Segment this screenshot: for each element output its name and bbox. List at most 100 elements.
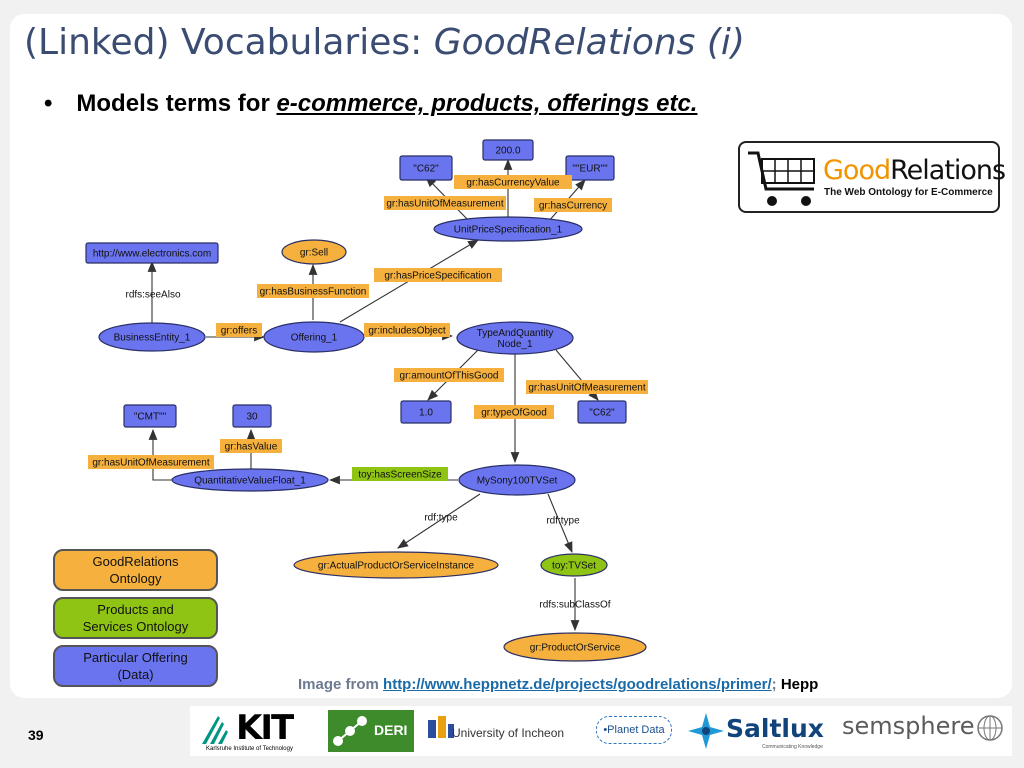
legend-item-label: Services Ontology	[82, 619, 189, 634]
logo-name-good: Good	[823, 155, 891, 186]
edge-label-text: gr:hasCurrency	[539, 201, 607, 212]
edge-label-text: gr:hasUnitOfMeasurement	[528, 383, 645, 394]
edge-label-background	[220, 439, 282, 453]
diagram-node-shape	[171, 468, 329, 492]
kit-logo: KIT Karlsruhe Institute of Technology	[196, 706, 314, 756]
edge-label-background	[394, 368, 504, 382]
diagram-node-shape	[400, 400, 452, 424]
diagram-node-label: UnitPriceSpecification_1	[454, 225, 563, 236]
diagram-node-label: MySony100TVSet	[477, 476, 558, 487]
diagram-node: MySony100TVSet	[458, 464, 576, 496]
diagram-node-label: "CMT""	[134, 412, 167, 423]
edge-label: gr:hasValue	[220, 439, 282, 453]
edge-label-background	[526, 380, 648, 394]
diagram-node: gr:ActualProductOrServiceInstance	[293, 551, 499, 579]
edge-label: rdfs:subClassOf	[539, 600, 610, 611]
diagram-node-label: toy:TVSet	[552, 561, 596, 572]
diagram-node: UnitPriceSpecification_1	[433, 216, 583, 242]
deri-dots-icon	[333, 716, 367, 746]
edge-label-text: gr:amountOfThisGood	[400, 371, 499, 382]
edge-label: gr:includesObject	[364, 323, 450, 337]
legend-item-label: (Data)	[117, 667, 154, 682]
logo-tagline: The Web Ontology for E-Commerce	[824, 187, 993, 198]
edge-label: gr:typeOfGood	[474, 405, 554, 419]
edge-label: gr:hasPriceSpecification	[374, 268, 502, 282]
bullet-point: • Models terms for e-commerce, products, …	[44, 90, 697, 118]
goodrelations-logo: GoodRelations The Web Ontology for E-Com…	[738, 141, 1006, 213]
semsphere-text: semsphere	[842, 712, 975, 740]
diagram-node-label: QuantitativeValueFloat_1	[194, 476, 306, 487]
edge-sony-actualproduct	[397, 493, 481, 549]
edge-label-text: gr:offers	[221, 326, 258, 337]
shopping-cart-icon	[748, 151, 815, 206]
deri-text: DERI	[374, 722, 408, 738]
saltlux-text: Saltlux	[726, 714, 824, 743]
diagram-node: "C62"	[577, 400, 627, 424]
edge-label: gr:amountOfThisGood	[394, 368, 504, 382]
edge-label: gr:hasBusinessFunction	[257, 284, 369, 298]
legend-item-label: Particular Offering	[83, 650, 188, 665]
edge-label: gr:offers	[216, 323, 262, 337]
diagram-node-shape	[98, 322, 206, 352]
legend-item-label: Ontology	[109, 571, 162, 586]
edge-label: rdfs:seeAlso	[125, 290, 180, 301]
saltlux-subtitle: Communicating Knowledge	[762, 744, 823, 750]
diagram-node-label: Offering_1	[291, 333, 338, 344]
diagram-node: 30	[232, 404, 272, 428]
page-number: 39	[28, 727, 44, 743]
diagram-node-label: "C62"	[589, 408, 615, 419]
legend-item: Particular Offering (Data)	[53, 645, 218, 687]
diagram-node-label: ""EUR""	[572, 164, 608, 175]
slide-title: (Linked) Vocabularies: GoodRelations (i)	[24, 22, 745, 63]
diagram-nodes: "C62"200.0""EUR""UnitPriceSpecification_…	[85, 139, 647, 662]
edge-label: gr:hasUnitOfMeasurement	[88, 455, 214, 469]
diagram-node-label: "C62"	[413, 164, 439, 175]
kit-subtitle: Karlsruhe Institute of Technology	[206, 746, 293, 752]
diagram-node: ""EUR""	[565, 155, 615, 181]
bullet-symbol: •	[44, 90, 53, 117]
diagram-node-shape	[433, 216, 583, 242]
edge-label-text: gr:hasBusinessFunction	[260, 287, 367, 298]
image-credit: Image from http://www.heppnetz.de/projec…	[298, 676, 818, 693]
edge-label-background	[534, 198, 612, 212]
edge-label-background	[352, 467, 448, 481]
diagram-node-label: 30	[246, 412, 258, 423]
credit-separator: ;	[771, 676, 781, 693]
logo-name-relations: Relations	[890, 155, 1006, 186]
diagram-node-shape	[482, 139, 534, 161]
edge-label-background	[374, 268, 502, 282]
diagram-node-shape	[565, 155, 615, 181]
diagram-node-label: TypeAndQuantity	[477, 328, 554, 339]
diagram-node-label: 1.0	[419, 408, 433, 419]
legend-item-label: GoodRelations	[92, 554, 179, 569]
incheon-emblem-icon	[428, 716, 454, 738]
edge-label-text: toy:hasScreenSize	[358, 470, 442, 481]
diagram-node: "C62"	[399, 155, 453, 181]
edge-label-text: gr:hasPriceSpecification	[384, 271, 491, 282]
edge-label: gr:hasCurrency	[534, 198, 612, 212]
diagram-node: 1.0	[400, 400, 452, 424]
edge-label: toy:hasScreenSize	[352, 467, 448, 481]
diagram-node-label: http://www.electronics.com	[93, 249, 211, 260]
diagram-node-label: Node_1	[497, 339, 532, 350]
kit-text: KIT	[236, 708, 294, 748]
incheon-text: University of Incheon	[452, 726, 565, 740]
credit-prefix: Image from	[298, 676, 384, 693]
diagram-node: "CMT""	[123, 404, 177, 428]
edge-label-text: rdf:type	[546, 516, 580, 527]
edge-label-text: rdf:type	[424, 513, 458, 524]
edge-quantvalue-cmt	[148, 428, 174, 481]
edge-label-text: gr:includesObject	[368, 326, 445, 337]
credit-link[interactable]: http://www.heppnetz.de/projects/goodrela…	[383, 676, 772, 693]
diagram-node-shape	[232, 404, 272, 428]
title-prefix: (Linked) Vocabularies:	[24, 22, 434, 63]
diagram-node-shape	[123, 404, 177, 428]
bullet-emphasis: e-commerce, products, offerings etc.	[276, 90, 698, 117]
bullet-text: Models terms for	[76, 90, 277, 117]
diagram-node-shape	[458, 464, 576, 496]
edge-label-background	[384, 196, 506, 210]
diagram-node: gr:ProductOrService	[503, 632, 647, 662]
